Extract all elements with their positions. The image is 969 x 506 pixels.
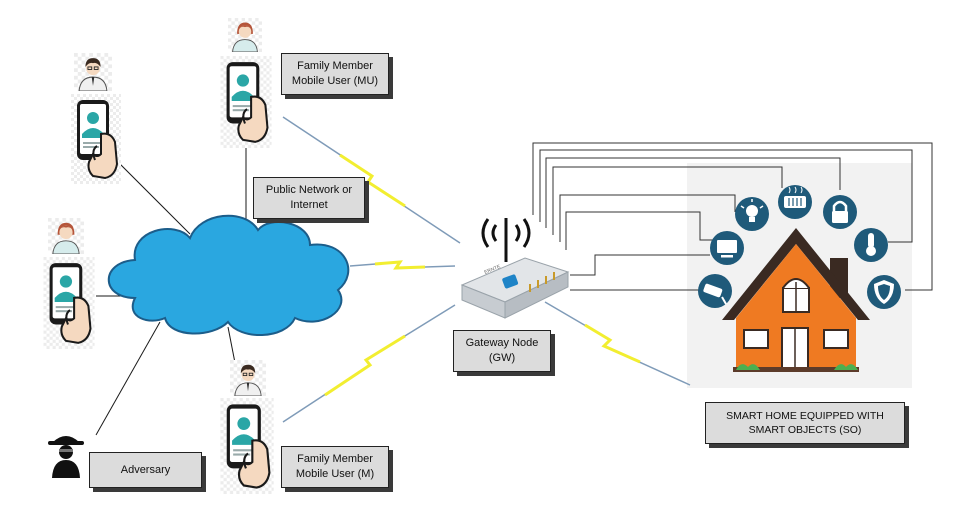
antenna-icon (481, 218, 531, 262)
public-network-label: Public Network or Internet (253, 177, 365, 219)
mobile-user-1 (69, 53, 123, 184)
smart-home-label-line1: SMART HOME EQUIPPED WITH (726, 409, 884, 422)
mobile-user-mu-bottom (220, 360, 274, 494)
user-avatar-icon (228, 18, 262, 52)
user-avatar-icon (48, 218, 84, 254)
mu-top-label-line2: Mobile User (MU) (291, 75, 379, 87)
smartphone-hand-icon (42, 257, 96, 349)
router-icon: ERNTE (460, 257, 570, 319)
adversary-label-line1: Adversary (120, 463, 171, 476)
public-network-label-line2: Internet (290, 199, 328, 211)
smart-objects (698, 185, 901, 309)
shield-icon (867, 275, 901, 309)
gateway-to-smart-objects-lines (532, 142, 933, 291)
mobile-user-mu-top (220, 18, 272, 148)
thermometer-icon (854, 228, 888, 262)
smartphone-hand-icon (220, 398, 274, 494)
house-icon (722, 228, 870, 372)
mu-bottom-label-line1: Family Member (297, 453, 373, 466)
cloud-icon (107, 214, 350, 336)
link-adversary-cloud (95, 321, 161, 436)
wireless-link-icon (282, 304, 456, 423)
smart-home-label: SMART HOME EQUIPPED WITH SMART OBJECTS (… (705, 402, 905, 444)
wireless-link-icon (544, 301, 691, 386)
mu-bottom-label-line2: Mobile User (M) (295, 468, 375, 480)
gateway-label-line1: Gateway Node (465, 337, 539, 350)
lock-icon (823, 195, 857, 229)
wireless-links (282, 116, 691, 423)
hacker-icon (48, 436, 84, 478)
gateway-label-line2: (GW) (488, 352, 516, 364)
link-user1-cloud (117, 161, 191, 235)
user-avatar-icon (230, 360, 266, 396)
wireless-link-icon (349, 260, 456, 270)
cloud-connections (95, 146, 247, 436)
computer-icon (710, 231, 744, 265)
adversary-label: Adversary (89, 452, 202, 488)
security-camera-icon (698, 274, 732, 308)
wireless-link-icon (282, 116, 461, 244)
gateway-label: Gateway Node (GW) (453, 330, 551, 372)
light-bulb-icon (735, 197, 769, 231)
smartphone-hand-icon (220, 56, 272, 148)
mu-bottom-label: Family Member Mobile User (M) (281, 446, 389, 488)
heater-icon (778, 185, 812, 219)
smartphone-hand-icon (69, 94, 123, 184)
smart-home-label-line2: SMART OBJECTS (SO) (748, 424, 862, 436)
user-avatar-icon (73, 53, 113, 91)
mu-top-label: Family Member Mobile User (MU) (281, 53, 389, 95)
public-network-label-line1: Public Network or (265, 184, 353, 197)
mobile-user-2 (42, 218, 96, 349)
mu-top-label-line1: Family Member (297, 60, 373, 73)
